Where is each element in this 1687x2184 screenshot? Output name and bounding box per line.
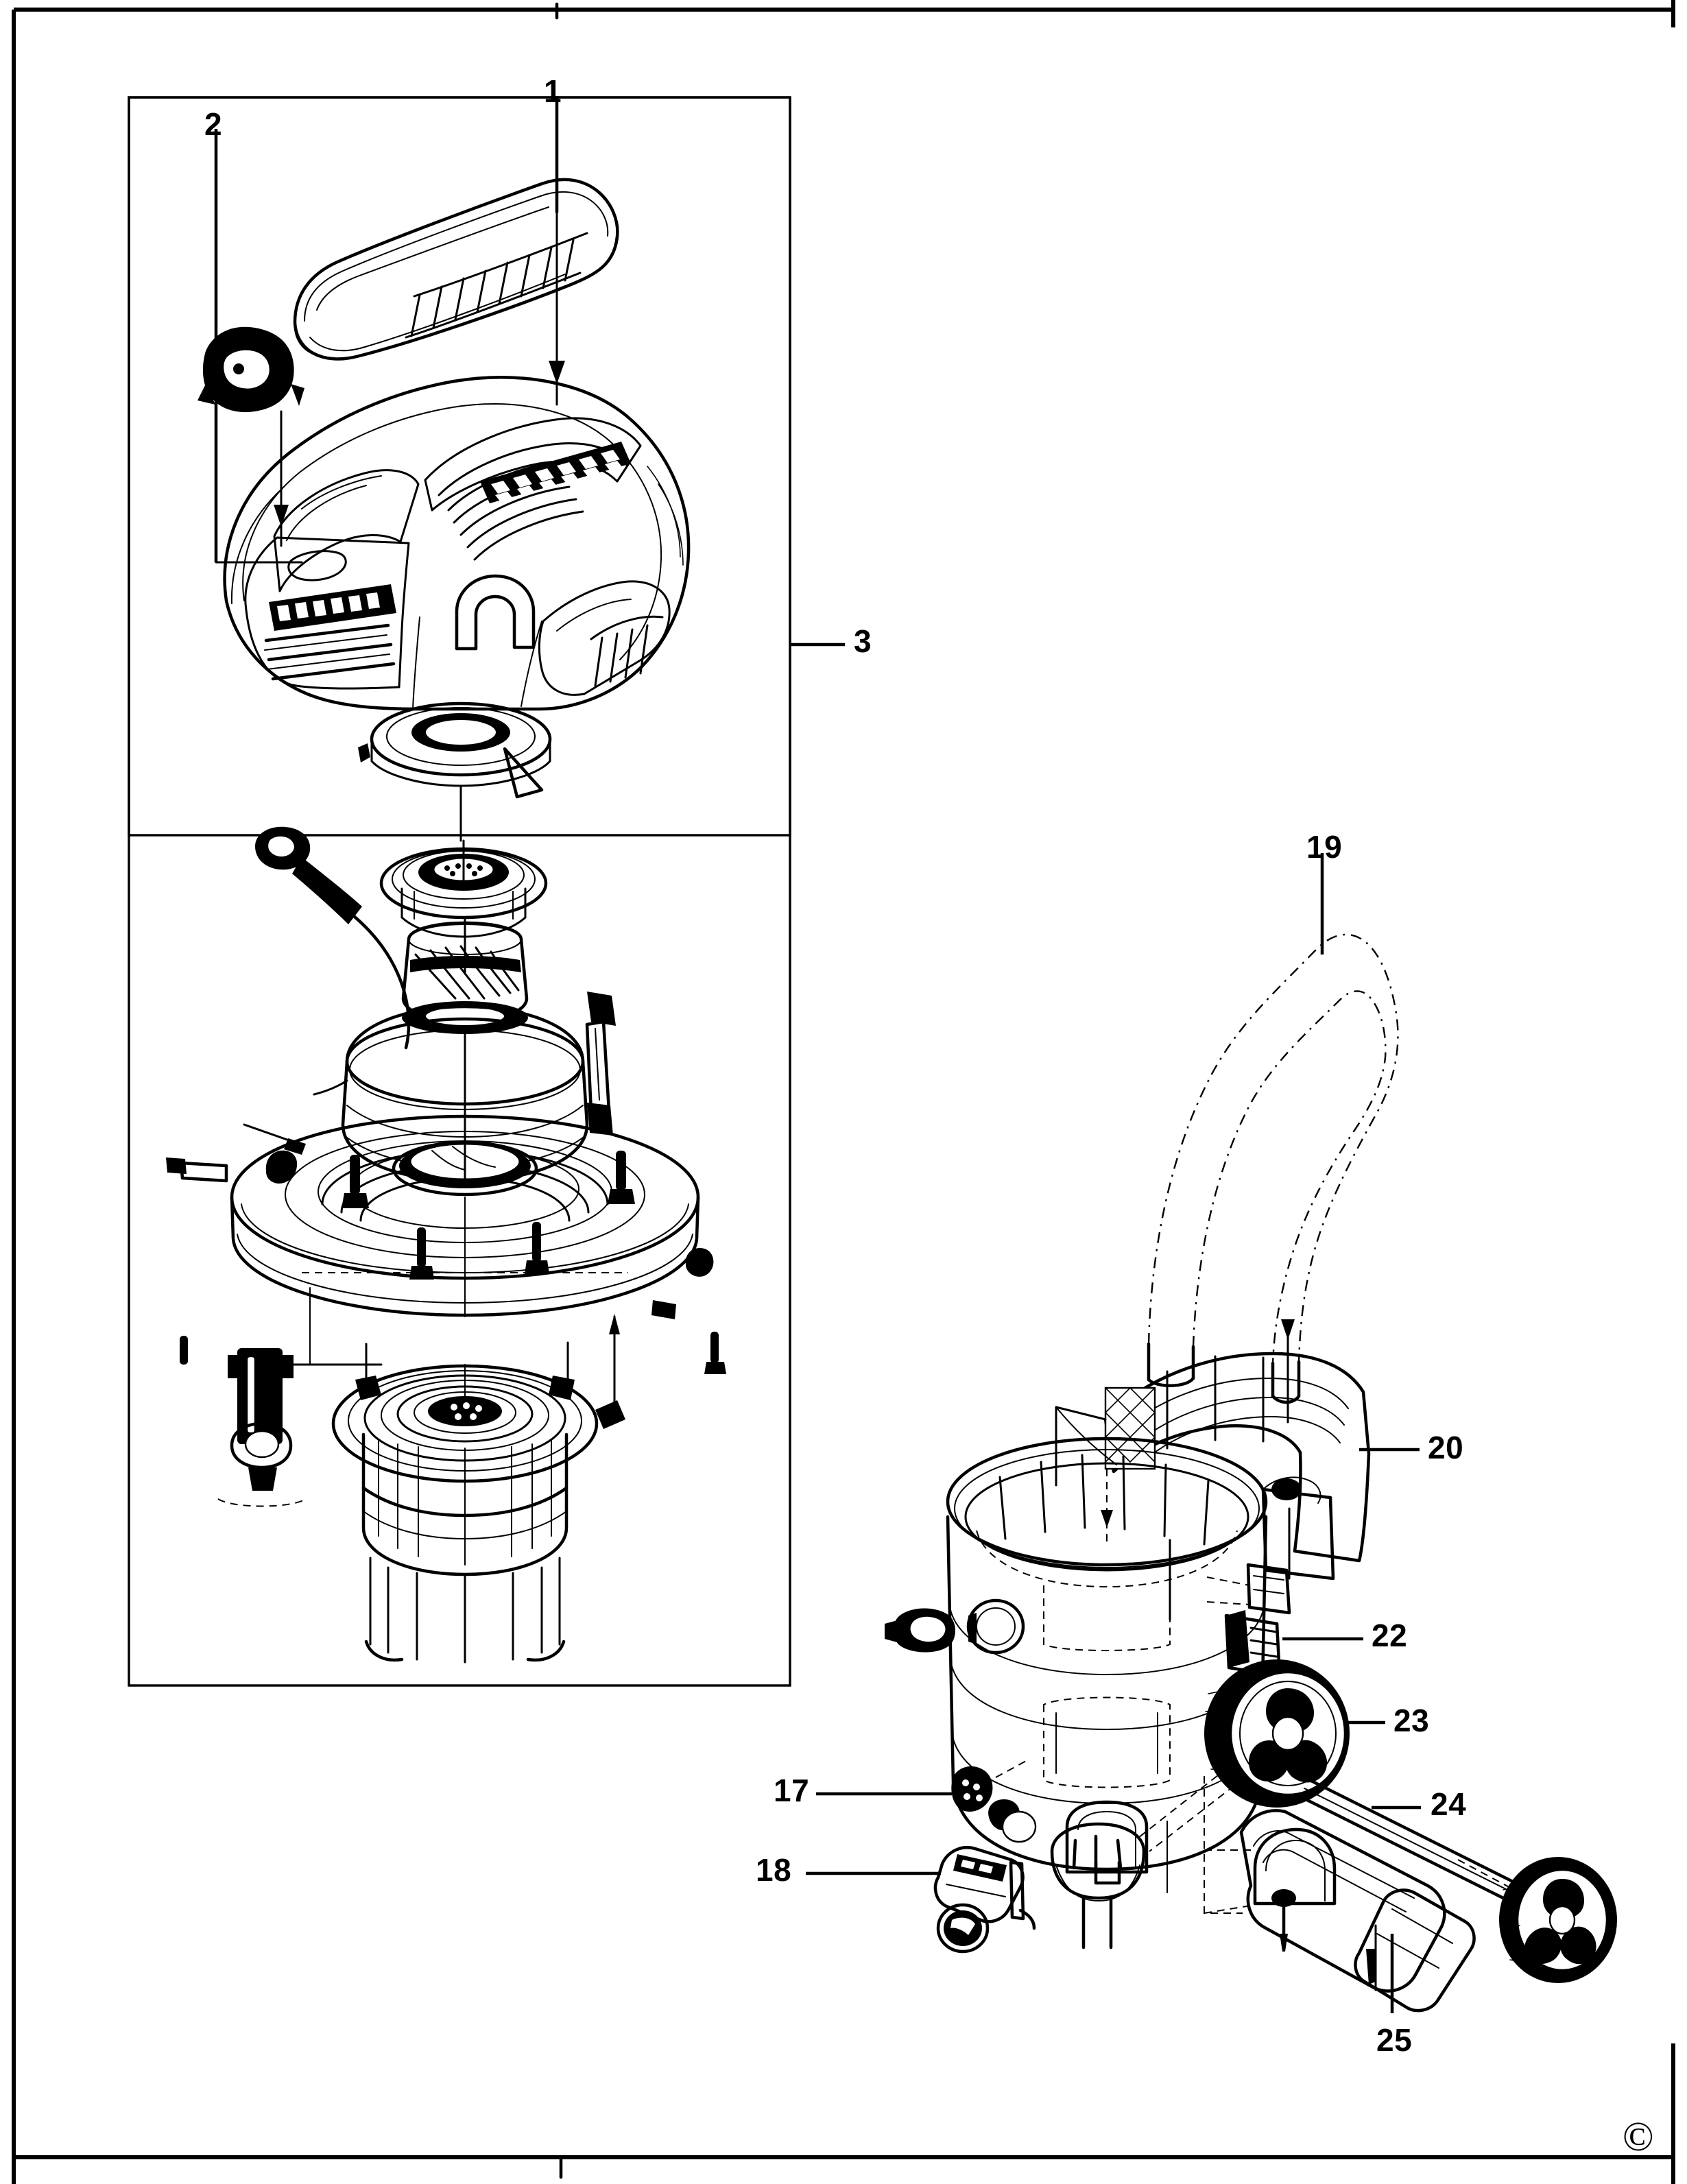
power-cord (255, 826, 411, 1050)
motor-fan-shroud (358, 701, 552, 842)
brand-logo-front (269, 584, 396, 631)
motor-housing-cover (223, 376, 691, 711)
callout-label-2: 2 (204, 106, 223, 142)
motor-housing-base (255, 826, 616, 1183)
callout-label-22: 22 (1372, 1618, 1408, 1653)
callout-label-19: 19 (1306, 829, 1343, 865)
far-wheel (1499, 1857, 1617, 1983)
callout-label-3: 3 (854, 623, 872, 659)
callout-label-25: 25 (1376, 2022, 1413, 2058)
callout-label-17: 17 (774, 1773, 810, 1808)
copyright-icon: © (1623, 2114, 1654, 2159)
lock-bolt (217, 1287, 383, 1507)
callout-label-20: 20 (1428, 1430, 1464, 1465)
powerhead-assembly-box (128, 96, 791, 1687)
handle-mount-cover (1055, 1352, 1371, 1621)
foot-base (1204, 1776, 1617, 2013)
caster-bracket (933, 1846, 1036, 1954)
push-handle (1147, 933, 1399, 1424)
filter-cage (331, 1314, 625, 1664)
impeller-fan (379, 839, 548, 938)
hose-inlet-port (966, 1598, 1025, 1655)
handle-grip (293, 178, 619, 406)
front-caster (1050, 1822, 1146, 1949)
callout-label-1: 1 (544, 73, 562, 109)
switch-module (198, 326, 304, 564)
motor-armature (401, 916, 529, 1034)
lid-screws (180, 1151, 726, 1374)
drain-cap (951, 1759, 1029, 1812)
rear-wheel (1138, 1659, 1350, 1852)
latch-clip (1224, 1610, 1282, 1678)
callout-label-18: 18 (756, 1852, 792, 1888)
brand-logo-top (480, 442, 631, 503)
callout-label-23: 23 (1393, 1703, 1430, 1738)
callout-label-24: 24 (1431, 1786, 1467, 1822)
page-frame (12, 0, 1675, 2184)
lid-plate (166, 1114, 726, 1374)
